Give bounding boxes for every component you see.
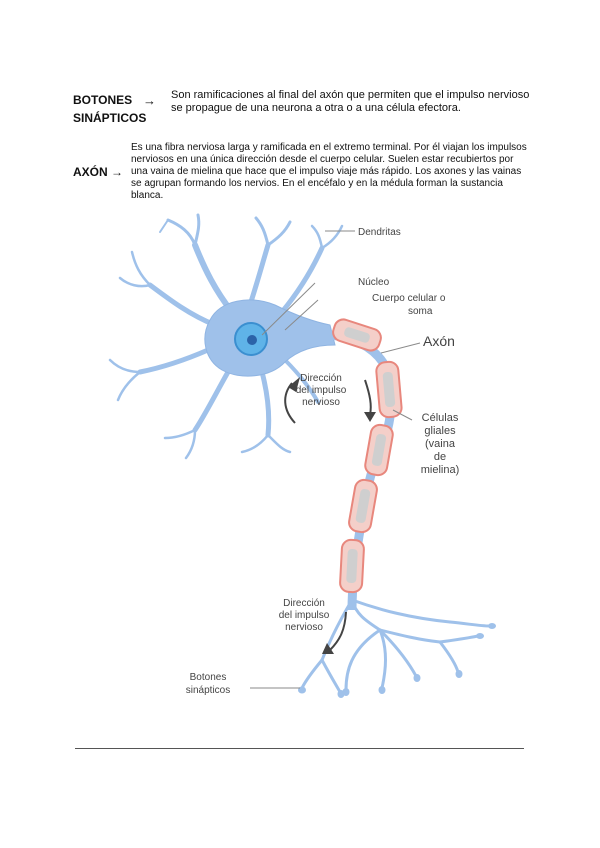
horizontal-rule: [75, 748, 524, 749]
axon-terminals: [300, 598, 492, 694]
term-botones-line1: BOTONES: [73, 93, 133, 107]
dendrites: [108, 213, 344, 460]
label-glial-line5: mielina): [421, 464, 460, 476]
label-direccion2-line3: nervioso: [285, 622, 323, 633]
leader-lines: [250, 230, 421, 689]
label-direccion1-line2: del impulso: [296, 385, 347, 396]
label-direccion2-line1: Dirección: [283, 598, 325, 609]
label-axon: Axón: [423, 333, 455, 349]
nucleolus: [247, 335, 257, 345]
term-botones-sinapticos: BOTONES SINÁPTICOS: [73, 91, 146, 127]
definition-botones-sinapticos: Son ramificaciones al final del axón que…: [171, 89, 530, 114]
label-glial-line1: Células: [422, 412, 459, 424]
myelin-sheaths: [332, 318, 403, 594]
label-glial-line3: (vaina: [425, 438, 456, 450]
synaptic-knobs: [298, 623, 496, 698]
right-arrow-icon: →: [143, 93, 156, 108]
label-cuerpo-line2: soma: [408, 306, 433, 317]
label-direccion1-line1: Dirección: [300, 373, 342, 384]
label-glial-line4: de: [434, 451, 446, 463]
label-botones-line2: sinápticos: [186, 685, 230, 696]
label-cuerpo-line1: Cuerpo celular o: [372, 293, 446, 304]
direction-arrow-axon: [364, 379, 372, 416]
definition-axon: Es una fibra nerviosa larga y ramificada…: [131, 142, 527, 201]
term-botones-line2: SINÁPTICOS: [73, 111, 147, 125]
label-direccion1-line3: nervioso: [302, 397, 340, 408]
term-axon: AXÓN →: [73, 165, 124, 179]
cell-body: [204, 299, 336, 377]
label-glial-line2: gliales: [424, 425, 456, 437]
label-botones-line1: Botones: [190, 672, 227, 683]
label-direccion2-line2: del impulso: [279, 610, 330, 621]
label-dendritas: Dendritas: [358, 227, 401, 238]
direction-arrow-2: [329, 611, 347, 651]
label-nucleo: Núcleo: [358, 277, 390, 288]
